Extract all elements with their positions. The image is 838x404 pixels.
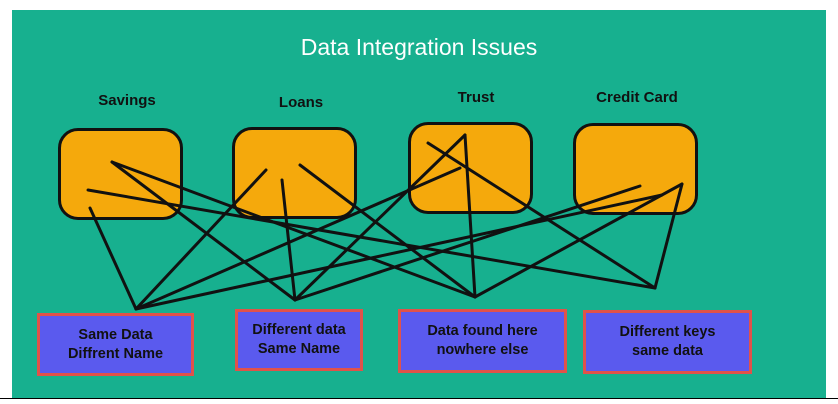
issue-box-different-data-same-name: Different data Same Name — [235, 309, 363, 371]
issue-line-2: same data — [632, 343, 703, 359]
issue-line-1: Data found here — [427, 323, 538, 339]
diagram-title: Data Integration Issues — [300, 34, 538, 60]
connector-line — [293, 133, 467, 302]
connector-line — [653, 182, 684, 290]
bottom-rule — [0, 398, 838, 399]
source-box-savings — [58, 128, 183, 220]
connector-line — [134, 193, 664, 311]
issue-box-different-keys-same-data: Different keys same data — [583, 310, 752, 374]
connector-line — [110, 160, 477, 299]
source-label-savings: Savings — [98, 92, 156, 109]
issue-box-same-data-diffrent-name: Same Data Diffrent Name — [37, 313, 194, 376]
issue-line-2: Same Name — [257, 341, 341, 357]
connector-line — [293, 184, 642, 302]
issue-line-2: Diffrent Name — [67, 345, 164, 362]
connector-line — [280, 178, 297, 302]
issue-box-data-found-here-nowhere-else: Data found here nowhere else — [398, 309, 567, 373]
connector-line — [426, 141, 657, 290]
issue-line-1: Different keys — [619, 324, 716, 340]
source-label-trust: Trust — [457, 89, 495, 106]
issue-line-1: Same Data — [78, 326, 153, 343]
connector-line — [110, 160, 297, 302]
issue-line-1: Different data — [252, 322, 346, 338]
source-box-loans — [232, 127, 357, 219]
connector-line — [88, 206, 138, 311]
issue-line-2: nowhere else — [436, 342, 529, 358]
connector-line — [134, 168, 268, 311]
connector-line — [298, 163, 477, 299]
connector-line — [86, 188, 657, 290]
source-label-loans: Loans — [278, 94, 324, 111]
connector-line — [463, 133, 477, 299]
source-label-credit-card: Credit Card — [596, 89, 678, 106]
